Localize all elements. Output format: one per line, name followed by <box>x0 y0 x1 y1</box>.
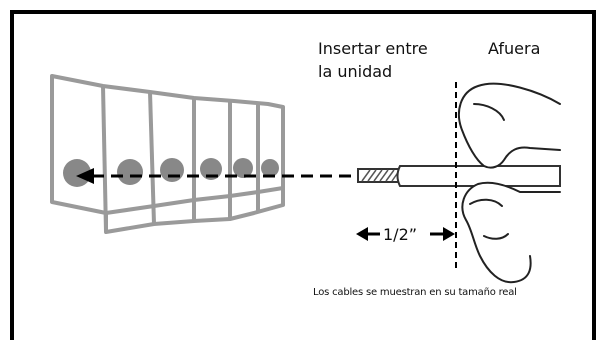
terminal-hole <box>117 159 143 185</box>
terminal-hole <box>233 158 253 178</box>
terminal-holes <box>63 158 279 187</box>
lower-finger <box>461 181 561 284</box>
insert-label-line1: Insertar entre <box>318 39 428 58</box>
insertion-arrowhead <box>76 168 94 184</box>
outside-label: Afuera <box>488 39 541 58</box>
measure-arrow-left <box>356 227 368 241</box>
upper-finger <box>458 82 561 169</box>
terminal-hole <box>261 159 279 177</box>
terminal-hole <box>160 158 184 182</box>
strip-length-label: 1/2” <box>383 225 418 244</box>
wire <box>357 165 561 187</box>
wire-insulation <box>396 165 561 187</box>
measure-arrow-right <box>443 227 455 241</box>
diagram-frame <box>10 10 596 340</box>
hand-illustration <box>458 82 561 284</box>
insert-label-line2: la unidad <box>318 62 393 81</box>
terminal-block <box>50 74 285 234</box>
caption: Los cables se muestran en su tamaño real <box>313 287 517 298</box>
terminal-hole <box>63 159 91 187</box>
